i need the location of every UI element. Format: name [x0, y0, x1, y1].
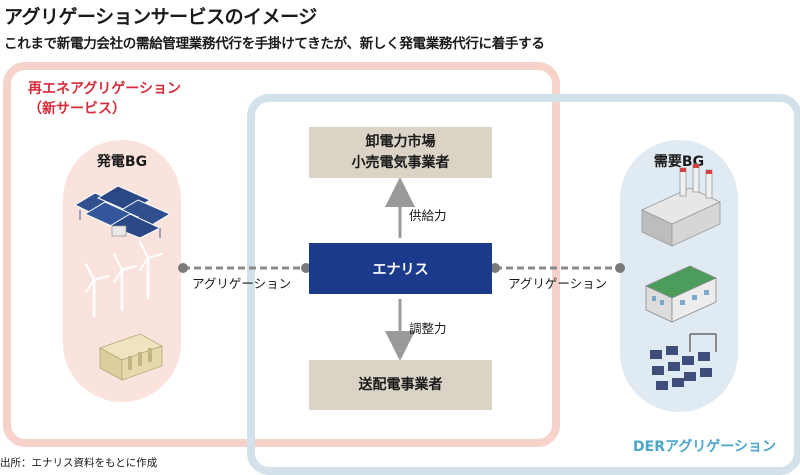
factory-icon	[641, 163, 721, 247]
market-line2: 小売電気事業者	[351, 154, 450, 171]
building-icon	[645, 265, 717, 323]
re-aggregation-label-line2: （新サービス）	[28, 101, 126, 117]
transmission-operator-box: 送配電事業者	[309, 360, 492, 410]
transmission-label: 送配電事業者	[358, 376, 443, 393]
der-aggregation-label: DERアグリゲーション	[633, 439, 776, 455]
der-aggregation-group	[247, 94, 800, 475]
page-title: アグリゲーションサービスのイメージ	[4, 6, 317, 28]
re-aggregation-label-line1: 再エネアグリゲーション	[28, 81, 182, 97]
page-subtitle: これまで新電力会社の需給管理業務代行を手掛けてきたが、新しく発電業務代行に着手す…	[4, 36, 545, 52]
aggregation-right-dot-end	[615, 263, 625, 273]
wholesale-market-box: 卸電力市場 小売電気事業者	[309, 127, 492, 178]
solar-panel-icon	[73, 185, 172, 239]
aggregation-left-dot-start	[178, 263, 188, 273]
source-note: 出所：エナリス資料をもとに作成	[0, 457, 158, 469]
wind-turbine-icon	[85, 241, 163, 318]
re-aggregation-group	[3, 62, 560, 447]
generation-bg-title: 発電BG	[96, 154, 148, 170]
market-line1: 卸電力市場	[365, 133, 436, 150]
ev-charging-icon	[650, 333, 717, 390]
re-aggregation-label: 再エネアグリゲーション （新サービス）	[28, 79, 181, 119]
aggregation-left-dot-end	[301, 263, 311, 273]
adjustment-label: 調整力	[409, 321, 447, 336]
aggregation-left-label: アグリゲーション	[192, 276, 292, 291]
aggregation-right-label: アグリゲーション	[508, 276, 608, 291]
enaris-box: エナリス	[309, 243, 492, 294]
aggregation-right-dot-start	[490, 263, 500, 273]
supply-label: 供給力	[409, 208, 447, 223]
demand-bg-title: 需要BG	[653, 154, 705, 170]
battery-storage-icon	[99, 333, 163, 381]
